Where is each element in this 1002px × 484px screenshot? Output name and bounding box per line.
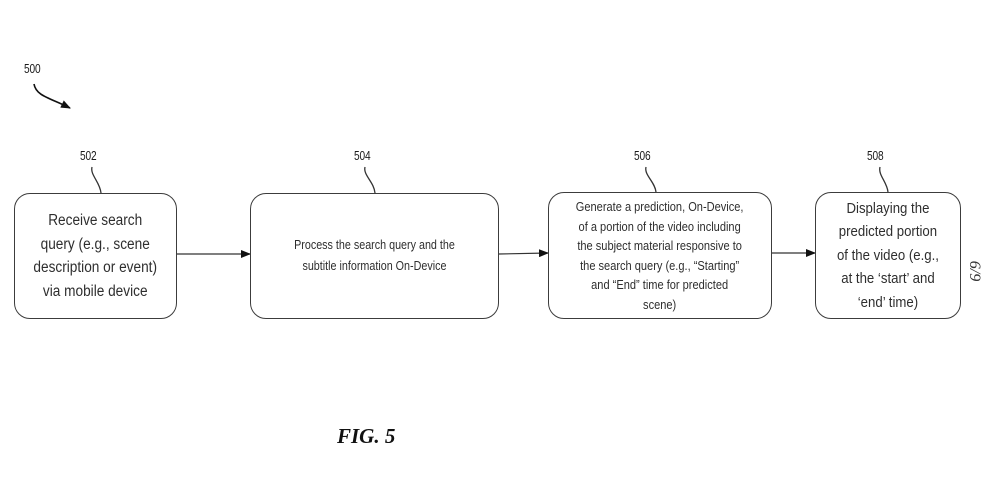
step-text-506: Generate a prediction, On-Device, of a p… [576,199,744,312]
step-text-502: Receive search query (e.g., scene descri… [33,212,158,300]
leader-line-504 [364,166,376,194]
leader-line-502 [91,166,102,194]
step-box-display-portion: Displaying the predicted portion of the … [815,192,961,319]
step-text-508: Displaying the predicted portion of the … [837,199,939,311]
step-box-process-query: Process the search query and the subtitl… [250,193,499,319]
leader-line-508 [879,166,889,193]
step-ref-504: 504 [354,148,371,163]
step-ref-508: 508 [867,148,884,163]
step-ref-506: 506 [634,148,651,163]
step-text-504: Process the search query and the subtitl… [294,238,455,273]
step-box-generate-prediction: Generate a prediction, On-Device, of a p… [548,192,772,319]
figure-ref-number: 500 [24,61,41,76]
figure-ref-arrow [33,83,71,109]
leader-line-506 [645,166,657,193]
step-box-receive-query: Receive search query (e.g., scene descri… [14,193,177,319]
flow-arrow-504-506 [498,249,549,258]
figure-caption: FIG. 5 [337,424,396,448]
sheet-number: 6/9 [966,260,984,282]
step-ref-502: 502 [80,148,97,163]
